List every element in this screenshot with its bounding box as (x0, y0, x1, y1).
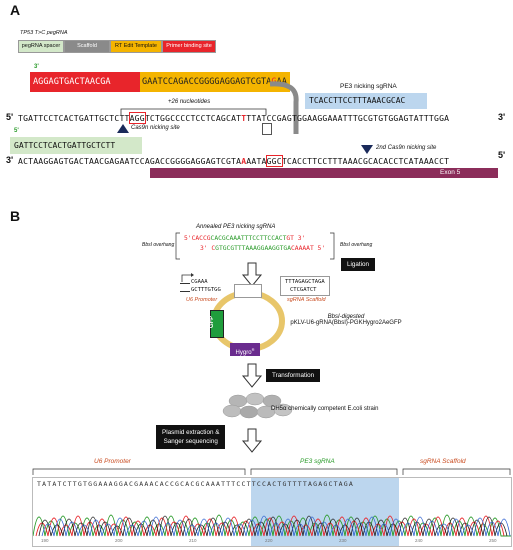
second-nick-label: 2nd Cas9n nicking site (376, 145, 437, 151)
tick-label: 240 (415, 538, 423, 543)
panel-a-letter: A (10, 2, 21, 18)
plasmid-name: BbsI-digested pKLV-U6-gRNA(BbsI)-PGKHygr… (286, 314, 406, 326)
hygro-gene: HygroR (230, 343, 260, 356)
tick-label: 210 (189, 538, 197, 543)
second-nick-icon (361, 145, 373, 154)
hygro-sup: R (251, 347, 255, 352)
cas9n-nick-icon (117, 124, 129, 133)
trace-brackets (32, 468, 511, 475)
nucleotides-bracket (120, 108, 267, 115)
top-strand: TGATTCCTCACTGATTGCTCTTAGGTCTGGCCCCTCCTCA… (18, 112, 450, 124)
top-strand-3: 3' (498, 112, 506, 122)
panel-b-letter: B (10, 208, 21, 224)
top-strand-c: TTATCCGAGTGGAAGGAAATTTGCGTGTGGAGTATTTGGA (246, 113, 450, 123)
top-strand-b: TCTGGCCCCTCCTCAGCAT (144, 113, 242, 123)
nucleotides-label: +26 nucleotides (168, 99, 211, 105)
peg-rt-seq-a: GAATCCAGACCGGGGAGGAGTCGTA (142, 77, 272, 87)
trace-scaffold-label: sgRNA Scaffold (420, 458, 466, 465)
oligo-top-suffix: GT 3' (286, 235, 306, 242)
peg-pbs-seq: AGGAGTGACTAACGA (30, 72, 143, 92)
bottom-strand: ACTAAGGAGTGACTAACGAGAATCCAGACCGGGGAGGAGT… (18, 155, 450, 167)
tick-label: 200 (115, 538, 123, 543)
annealed-label: Annealed PE3 nicking sgRNA (196, 224, 276, 230)
plasmid-vector-label: pKLV-U6-gRNA(BbsI)-PGKHygro2AeGFP (290, 320, 402, 326)
spacer-5-end: 5' (14, 128, 19, 134)
u6-seq-bottom-text: GCTTTGTGG (191, 287, 221, 293)
oligo-brackets (175, 232, 335, 260)
transformation-label: Transformation (266, 369, 321, 382)
trace-ticks: 190 200 210 220 230 240 250 (33, 538, 511, 545)
extraction-line-1: Plasmid extraction & (162, 429, 220, 436)
oligo-bottom-seq: GTGCGTTTAAAGGAAGGTGA (215, 245, 291, 252)
scaffold-label: sgRNA Scaffold (287, 297, 326, 303)
down-arrow-icon (241, 262, 263, 287)
hygro-label: Hygro (235, 350, 252, 356)
scaffold-seq-bottom: CTCGATCT (290, 287, 317, 293)
top-strand-a: TGATTCCTCACTGATTGCTCTT (18, 113, 130, 123)
bottom-strand-5: 5' (498, 150, 506, 160)
spacer-seq: GATTCCTCACTGATTGCTCTT (10, 137, 142, 154)
bottom-strand-pam: GGC (265, 155, 283, 167)
legend-pbs: Primer binding site (162, 40, 216, 53)
tick-label: 250 (489, 538, 497, 543)
oligo-top-seq: CACGCAAATTTCCTTCCACT (210, 235, 287, 242)
scaffold-seq-top: TTTAGAGCTAGA (285, 279, 325, 285)
nick-gap-box (262, 123, 272, 135)
trace-u6-label: U6 Promoter (94, 458, 131, 465)
cas9n-nick-label: Cas9n nicking site (131, 125, 180, 131)
gfp-label: GFP (209, 315, 216, 329)
exon-5-bar: Exon 5 (150, 168, 498, 178)
chromatogram: TATATCTTGTGGAAAGGACGAAACACCGCACGCAAATTTC… (32, 477, 512, 547)
tick-label: 190 (41, 538, 49, 543)
legend-spacer: pegRNA spacer (18, 40, 64, 53)
bbsi-overhang-left: BbsI overhang (142, 242, 175, 248)
scaffold-box (280, 276, 330, 296)
bottom-strand-3: 3' (6, 155, 14, 165)
scaffold-curve (269, 81, 299, 134)
bottom-strand-b: AATA (246, 156, 267, 166)
down-arrow-icon (241, 363, 263, 388)
trace-sequence: TATATCTTGTGGAAAGGACGAAACACCGCACGCAAATTTC… (37, 480, 355, 488)
legend-rt-template: RT Edit Template (110, 40, 162, 53)
peg-3-end: 3' (34, 64, 39, 70)
top-strand-pam: AGG (128, 112, 146, 124)
pe3-nicking-label: PE3 nicking sgRNA (340, 83, 397, 90)
strain-label: DH5α chemically competent E.coli strain (271, 406, 379, 412)
down-arrow-icon (241, 428, 263, 453)
legend-scaffold: Scaffold (64, 40, 110, 53)
oligo-bottom: 3' CGTGCGTTTAAAGGAAGGTGACAAAAT 5' (200, 245, 325, 252)
u6-line-bottom (180, 291, 190, 292)
top-strand-edit: T (241, 113, 247, 123)
plasmid-digest-label: BbsI-digested (327, 314, 365, 320)
u6-line-top (180, 283, 190, 284)
bacteria-icon (222, 392, 293, 419)
u6-promoter-label: U6 Promoter (186, 297, 218, 303)
exon-5-label: Exon 5 (440, 169, 461, 176)
promoter-arrow-icon (181, 273, 194, 282)
pegrna-title: TP53 T>C pegRNA (20, 30, 68, 36)
oligo-top-prefix: 5'CACCG (184, 235, 211, 242)
bbsi-overhang-right: BbsI overhang (340, 242, 373, 248)
tick-label: 220 (265, 538, 273, 543)
pe3-nicking-seq: TCACCTTCCTTTAAACGCAC (305, 93, 427, 109)
ligation-label: Ligation (341, 258, 376, 271)
gfp-gene: GFP (209, 310, 224, 338)
bottom-strand-c: TCACCTTCCTTTAAACGCACACCTCATAAACCT (281, 156, 450, 166)
trace-pe3-label: PE3 sgRNA (300, 458, 335, 465)
oligo-bottom-prefix: 3' C (200, 245, 216, 252)
u6-seq-top: CGAAA (191, 279, 208, 285)
u6-seq-bottom: GCTTTGTGG (191, 287, 221, 293)
trace-peaks (33, 514, 511, 537)
oligo-top: 5'CACCGCACGCAAATTTCCTTCCACTGT 3' (184, 235, 305, 242)
bottom-strand-a: ACTAAGGAGTGACTAACGAGAATCCAGACCGGGGAGGAGT… (18, 156, 242, 166)
top-strand-5: 5' (6, 112, 14, 122)
extraction-line-2: Sanger sequencing (163, 438, 218, 445)
plasmid-gap (234, 284, 262, 298)
extraction-label: Plasmid extraction & Sanger sequencing (156, 425, 226, 449)
bottom-strand-edit: A (241, 156, 247, 166)
oligo-bottom-suffix: CAAAAT 5' (291, 245, 326, 252)
tick-label: 230 (339, 538, 347, 543)
